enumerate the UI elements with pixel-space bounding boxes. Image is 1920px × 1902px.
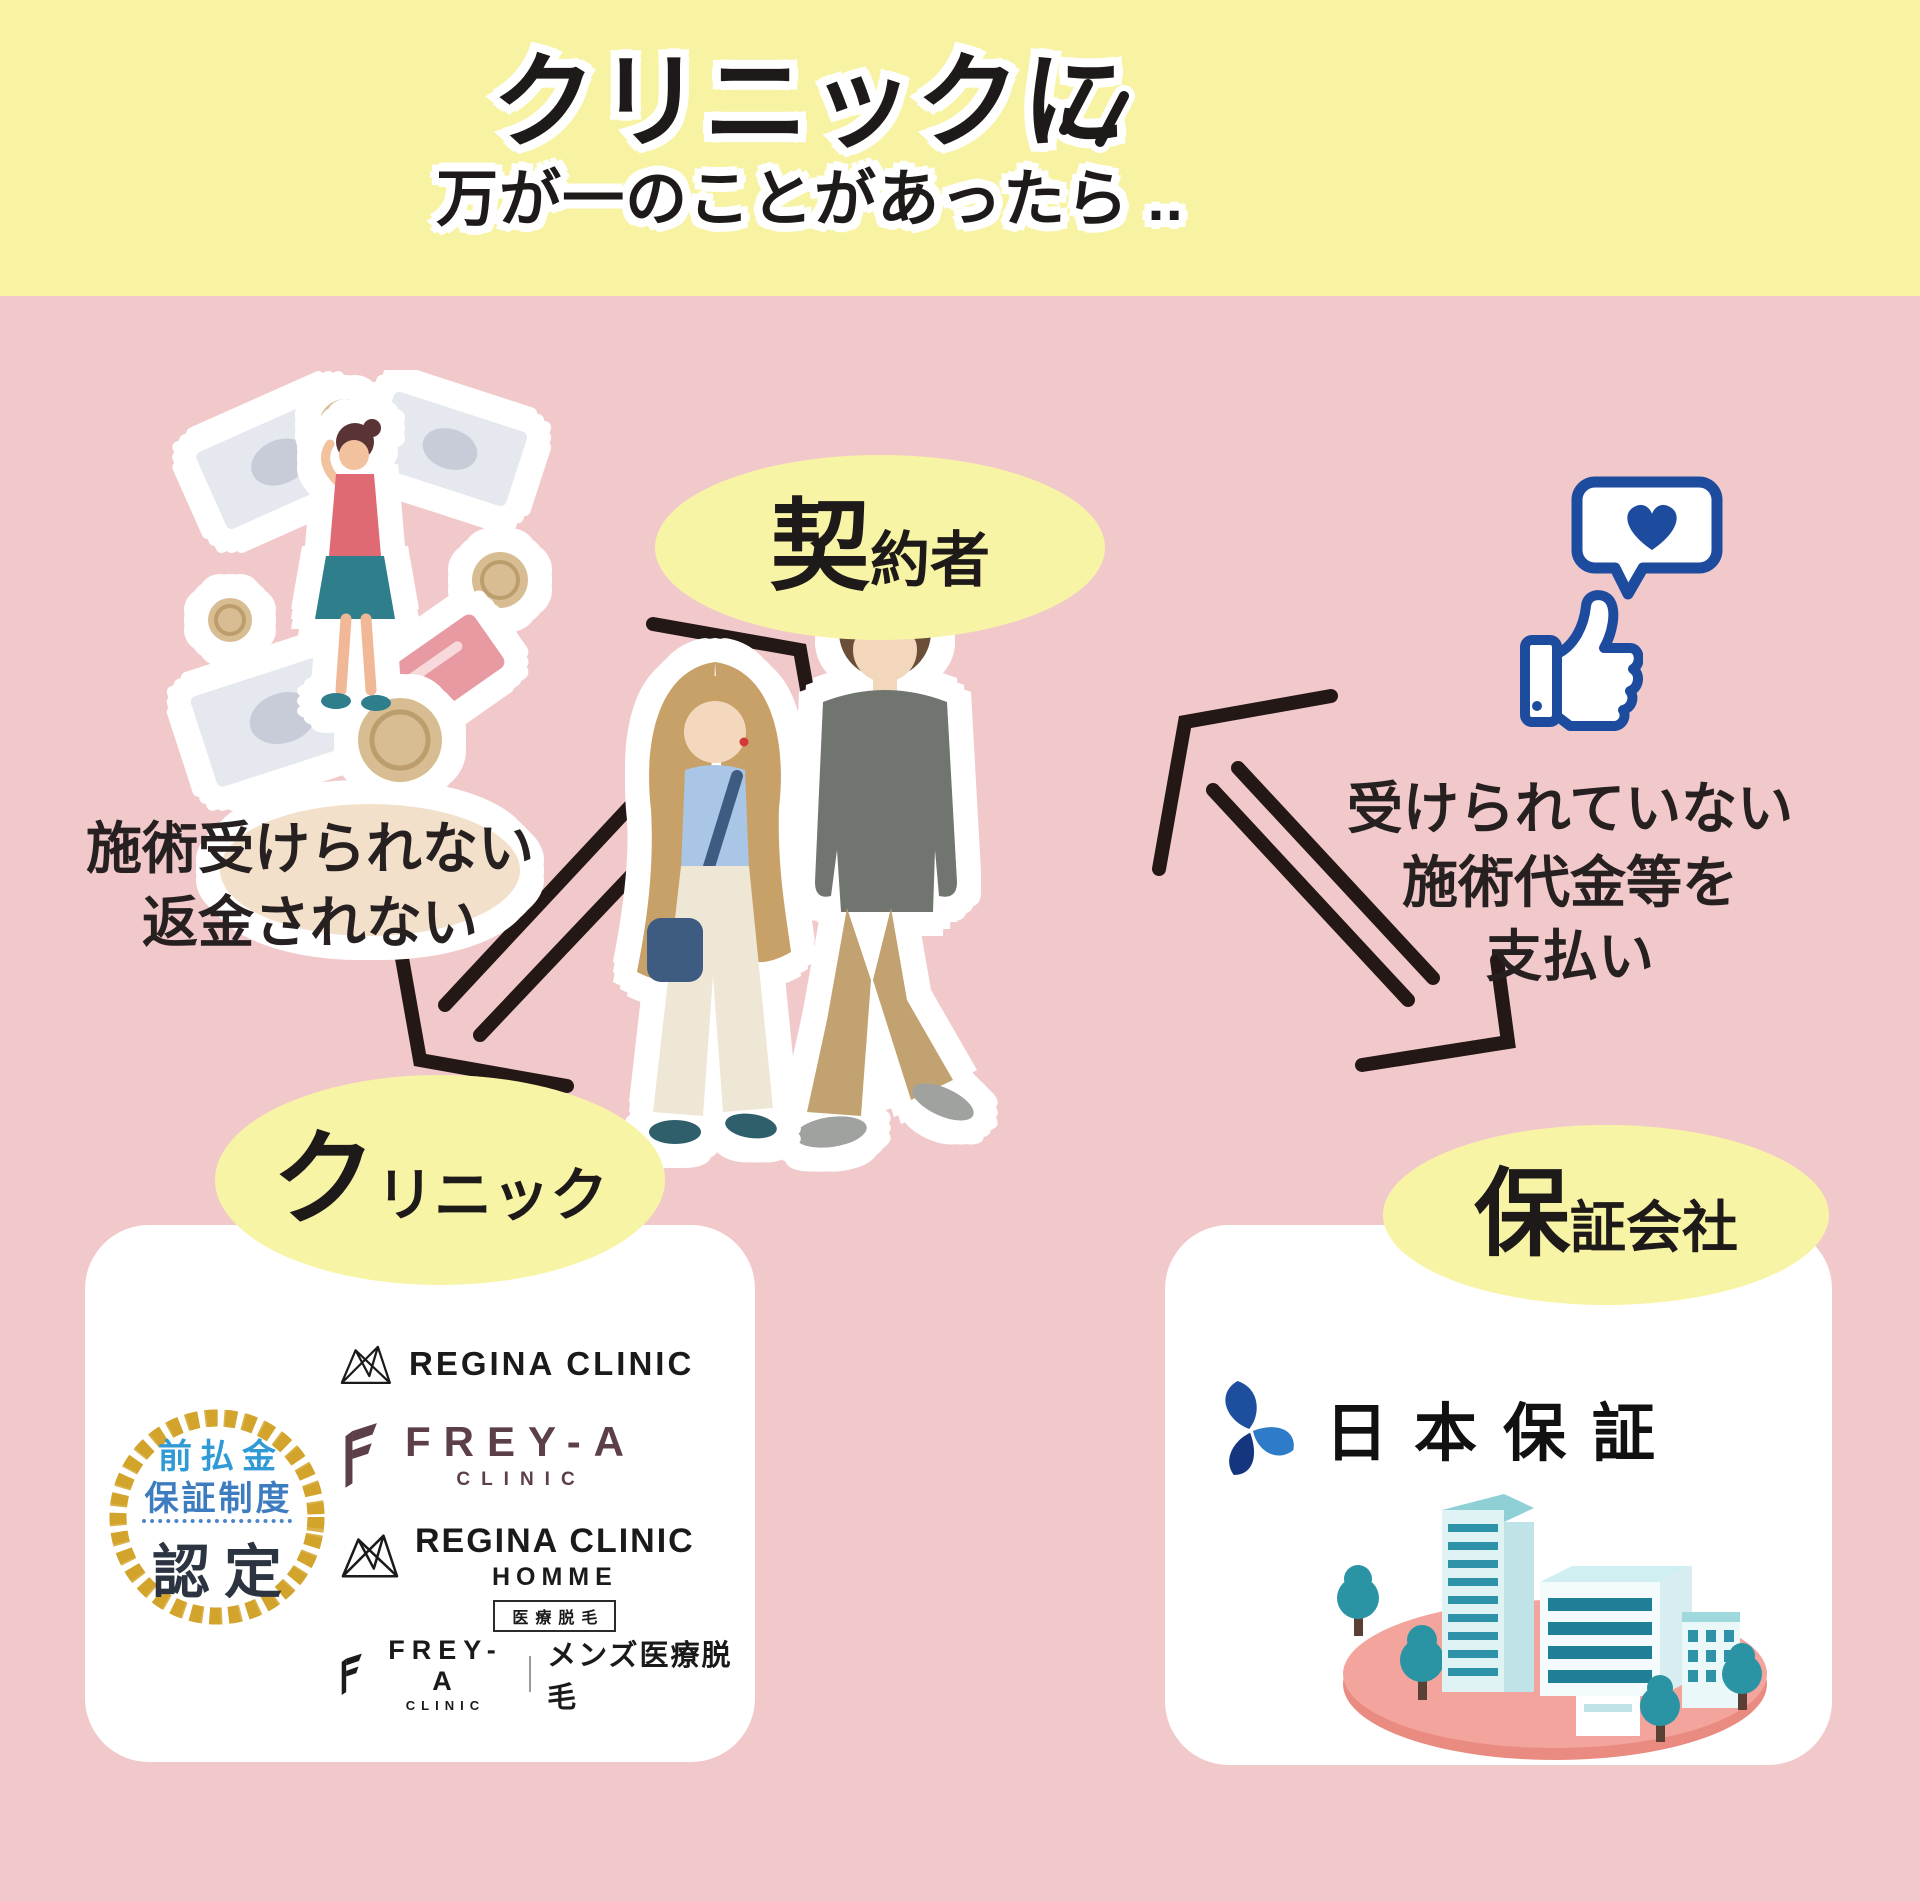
contractor-label-small: 約者 xyxy=(870,527,990,594)
clinic-side-note: 施術受けられない 返金されない xyxy=(65,812,555,960)
left-arrow-head-up xyxy=(646,617,833,804)
clinic-note-line1: 施術受けられない xyxy=(86,817,534,880)
header-band: クリニックにクリニックに 万が一のことがあったら ..万が一のことがあったら .… xyxy=(0,0,1920,296)
guarantor-node: 保証会社 xyxy=(1383,1125,1829,1305)
guarantor-note-line2: 施術代金等を xyxy=(1402,850,1738,914)
guarantor-label-big: 保 xyxy=(1474,1161,1570,1268)
bill-icon xyxy=(372,391,528,507)
regina-crown-icon xyxy=(341,1534,399,1578)
bill-icon xyxy=(190,648,374,787)
regina-clinic-text: REGINA CLINIC xyxy=(409,1345,695,1382)
page-subtitle: 万が一のことがあったら ..万が一のことがあったら .. xyxy=(431,160,1189,239)
heart-speech-bubble-icon xyxy=(1571,476,1723,600)
right-arrow-line xyxy=(1206,783,1415,1007)
office-slab xyxy=(1540,1566,1692,1696)
clinic-note-line2: 返金されない xyxy=(142,890,478,954)
office-tower xyxy=(1442,1494,1534,1692)
freya-mens-logo: FREY-A CLINIC メンズ医療脱毛 xyxy=(335,1632,755,1716)
guarantor-note-line1: 受けられていない xyxy=(1346,777,1794,840)
office-buildings-illustration xyxy=(1337,1494,1767,1760)
laurel-wreath-icon xyxy=(109,1409,325,1625)
freya-f-icon xyxy=(345,1422,377,1488)
thumbs-up-icon xyxy=(1520,590,1643,731)
freya-f-icon xyxy=(341,1653,362,1695)
clinic-label-small: リニック xyxy=(376,1163,609,1228)
regina-homme-text: REGINA CLINIC HOMME 医療脱毛 xyxy=(415,1522,695,1632)
regina-clinic-logo: REGINA CLINIC xyxy=(335,1338,694,1390)
badge-line3: 認定 xyxy=(151,1540,296,1605)
badge-divider xyxy=(142,1519,292,1523)
nihon-hosho-logo: 日本保証 xyxy=(1205,1372,1681,1484)
office-building-small xyxy=(1682,1612,1740,1708)
regina-clinic-homme-logo: REGINA CLINIC HOMME 医療脱毛 xyxy=(335,1522,695,1632)
right-arrow-head-down xyxy=(1355,953,1516,1072)
nihon-hosho-text: 日本保証 xyxy=(1325,1398,1681,1469)
tree-icon xyxy=(1400,1625,1444,1700)
clinic-box xyxy=(85,1225,755,1762)
man-figure xyxy=(795,586,974,1148)
medical-hair-removal-tag: 医療脱毛 xyxy=(493,1600,617,1632)
badge-line1: 前払金 xyxy=(158,1438,284,1476)
front-cube-building xyxy=(1576,1696,1640,1736)
header-text-block: クリニックにクリニックに 万が一のことがあったら ..万が一のことがあったら .… xyxy=(0,0,1620,240)
freya-mens-text: FREY-A CLINIC xyxy=(388,1635,503,1713)
scattered-money-illustration xyxy=(190,391,528,936)
contractor-label-big: 契 xyxy=(770,491,870,603)
emphasis-dashes-icon xyxy=(1053,73,1135,153)
coin-icon xyxy=(472,552,528,608)
freya-clinic-text: FREY-A CLINIC xyxy=(405,1418,638,1490)
tree-icon xyxy=(1722,1643,1762,1710)
regina-crown-icon xyxy=(340,1345,391,1384)
right-arrow-line xyxy=(1231,761,1440,985)
coin-icon xyxy=(208,598,252,642)
left-arrow-head-down xyxy=(387,906,574,1093)
clinic-label-big: ク xyxy=(271,1122,376,1238)
clinic-node: クリニック xyxy=(215,1075,665,1285)
right-arrow-head-up xyxy=(1152,689,1338,876)
freya-clinic-logo: FREY-A CLINIC xyxy=(335,1418,637,1491)
prepaid-guarantee-certification-badge: 前払金 保証制度 認定 xyxy=(101,1397,333,1637)
contractor-node: 契約者 xyxy=(655,455,1105,640)
tree-icon xyxy=(1337,1565,1379,1636)
walking-couple-illustration xyxy=(637,586,974,1148)
badge-line2: 保証制度 xyxy=(144,1480,293,1518)
nihon-hosho-pinwheel-icon xyxy=(1225,1380,1294,1476)
guarantor-side-note: 受けられていない 施術代金等を 支払い xyxy=(1300,772,1840,994)
guarantor-label-small: 証会社 xyxy=(1570,1196,1738,1259)
guarantor-note-line3: 支払い xyxy=(1486,924,1654,988)
worried-person-figure xyxy=(220,419,520,936)
logo-divider xyxy=(529,1656,532,1692)
mens-medical-text: メンズ医療脱毛 xyxy=(547,1640,733,1714)
page-title: クリニックにクリニックに xyxy=(484,38,1134,169)
tree-icon xyxy=(1640,1675,1680,1742)
woman-figure xyxy=(637,662,791,1144)
